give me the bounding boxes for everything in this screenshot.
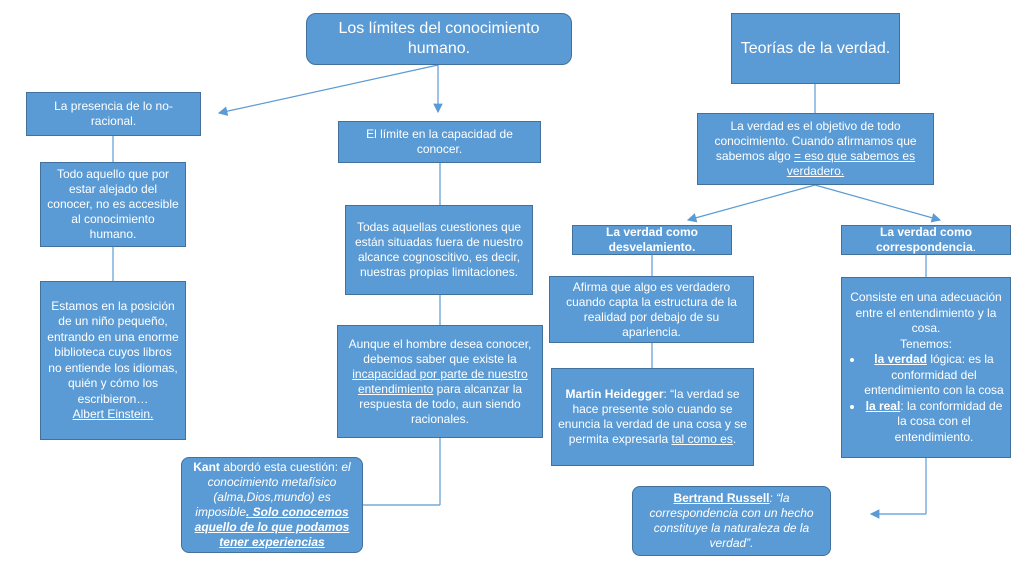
incapacidad-text-before: Aunque el hombre desea conocer, debemos … <box>348 336 532 366</box>
arrow-to-correspondencia <box>814 184 942 223</box>
box-heidegger: Martin Heidegger: “la verdad se hace pre… <box>551 368 754 466</box>
box-einstein-quote: Estamos en la posición de un niño pequeñ… <box>40 281 186 440</box>
box-verdad-objetivo: La verdad es el objetivo de todo conocim… <box>697 113 934 185</box>
box-limite: El límite en la capacidad de conocer. <box>338 121 541 163</box>
heidegger-name: Martin Heidegger <box>565 387 664 401</box>
item-logica-label: la verdad <box>874 352 927 366</box>
correspondencia-label-end: . <box>972 240 977 254</box>
einstein-author: Albert Einstein. <box>72 407 154 421</box>
heidegger-underlined: tal como es <box>671 432 733 446</box>
russell-name: Bertrand Russell <box>673 491 770 505</box>
correspondencia-item-real: la real: la conformidad de la cosa con e… <box>864 399 1004 446</box>
item-real-label: la real <box>865 398 901 413</box>
box-no-racional-desc: Todo aquello que por estar alejado del c… <box>40 162 186 247</box>
heidegger-quote-end: . <box>732 432 737 446</box>
box-desvelamiento: La verdad como desvelamiento. <box>572 225 732 255</box>
box-correspondencia-desc: Consiste en una adecuación entre el ente… <box>841 277 1011 458</box>
desvelamiento-label: La verdad como desvelamiento. <box>605 225 699 254</box>
box-limite-desc: Todas aquellas cuestiones que están situ… <box>345 205 533 295</box>
box-desvelamiento-desc: Afirma que algo es verdadero cuando capt… <box>549 276 754 343</box>
item-real-text: : la conformidad de la cosa con el enten… <box>894 398 1003 444</box>
box-russell: Bertrand Russell: “la correspondencia co… <box>632 486 831 556</box>
einstein-quote: Estamos en la posición de un niño pequeñ… <box>47 298 179 406</box>
box-incapacidad: Aunque el hombre desea conocer, debemos … <box>337 325 543 438</box>
box-correspondencia: La verdad como correspondencia. <box>841 225 1011 255</box>
title-limites-text: Los límites del conocimiento humano. <box>338 20 540 57</box>
kant-text: abordó esta cuestión: <box>223 460 339 474</box>
heidegger-quote: : “la verdad se hace presente solo cuand… <box>558 387 747 446</box>
arrow-to-desvelamiento <box>686 184 816 223</box>
box-kant: Kant abordó esta cuestión: el conocimien… <box>181 457 363 553</box>
no-racional-desc: Todo aquello que por estar alejado del c… <box>47 167 179 241</box>
title-teorias: Teorías de la verdad. <box>731 13 900 84</box>
russell-quote: : “la correspondencia con un hecho const… <box>649 491 814 550</box>
limite-label: El límite en la capacidad de conocer. <box>366 127 513 156</box>
box-no-racional: La presencia de lo no-racional. <box>26 92 201 136</box>
incapacidad-text-after: para alcanzar la respuesta de todo, aun … <box>359 381 523 426</box>
kant-underlined: . Solo conocemos aquello de lo que podam… <box>194 505 350 549</box>
arrow-title-to-no-racional <box>217 64 439 116</box>
correspondencia-tenemos: Tenemos: <box>899 336 953 351</box>
incapacidad-underlined: incapacidad por parte de nuestro entendi… <box>352 366 528 396</box>
title-limites: Los límites del conocimiento humano. <box>306 13 572 65</box>
verdad-objetivo-underlined: = eso que sabemos es verdadero. <box>786 149 916 178</box>
no-racional-label: La presencia de lo no-racional. <box>54 99 173 128</box>
correspondencia-label: La verdad como correspondencia <box>875 225 973 254</box>
item-logica-text: lógica: es la conformidad del entendimie… <box>864 352 1004 397</box>
correspondencia-item-logica: la verdad lógica: es la conformidad del … <box>864 352 1004 399</box>
correspondencia-desc: Consiste en una adecuación entre el ente… <box>850 290 1002 335</box>
kant-name: Kant <box>193 460 220 474</box>
kant-italic: el conocimiento metafísico (alma,Dios,mu… <box>195 460 351 519</box>
limite-desc: Todas aquellas cuestiones que están situ… <box>354 220 524 279</box>
correspondencia-list: la verdad lógica: es la conformidad del … <box>848 352 1004 445</box>
title-teorias-text: Teorías de la verdad. <box>740 39 891 57</box>
desvelamiento-desc: Afirma que algo es verdadero cuando capt… <box>566 279 737 339</box>
verdad-objetivo-text: La verdad es el objetivo de todo conocim… <box>714 119 917 163</box>
